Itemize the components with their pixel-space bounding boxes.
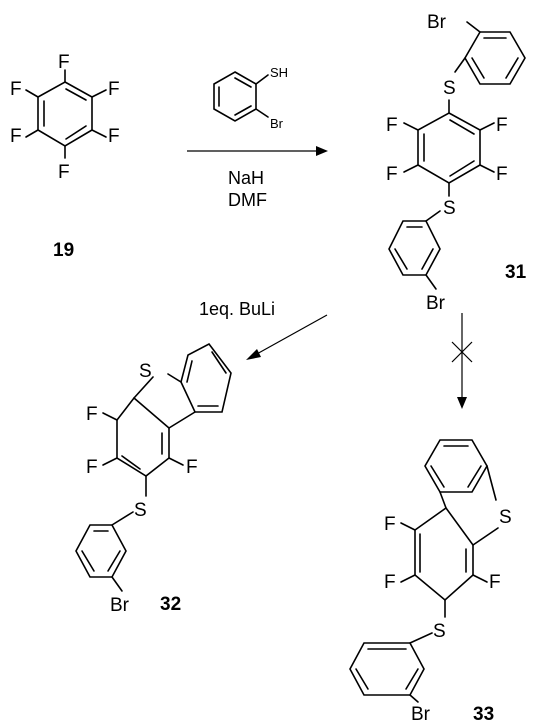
atom-f: F xyxy=(108,79,120,100)
compound-number-19: 19 xyxy=(53,240,74,261)
compound-number-31: 31 xyxy=(505,262,527,283)
atom-br: Br xyxy=(426,293,446,314)
atom-f: F xyxy=(86,404,98,425)
arrowhead-3 xyxy=(457,397,467,409)
atom-f: F xyxy=(58,52,70,73)
atom-br: Br xyxy=(427,12,447,33)
atom-s: S xyxy=(443,78,456,99)
atom-f: F xyxy=(384,572,396,593)
atom-sh: SH xyxy=(270,65,288,80)
atom-f: F xyxy=(58,162,70,183)
compound-33-structure: S F F F S Br xyxy=(349,439,512,725)
atom-s: S xyxy=(134,500,147,521)
compound-number-32: 32 xyxy=(160,594,181,615)
atom-f: F xyxy=(86,457,98,478)
atom-f: F xyxy=(496,164,508,185)
atom-f: F xyxy=(496,115,508,136)
atom-s: S xyxy=(433,621,446,642)
atom-s: S xyxy=(499,507,512,528)
compound-32-structure: S F F F S Br xyxy=(75,342,232,616)
condition-buli: 1eq. BuLi xyxy=(199,299,275,319)
atom-f: F xyxy=(108,126,120,147)
cross-mark xyxy=(451,341,473,363)
arrowhead-2 xyxy=(246,349,261,360)
reaction-arrow-2 xyxy=(254,314,328,356)
atom-br: Br xyxy=(411,704,431,725)
atom-f: F xyxy=(386,115,398,136)
compound-19-structure: F F F F F F xyxy=(10,52,120,183)
condition-nah: NaH xyxy=(228,168,264,188)
atom-f: F xyxy=(10,79,22,100)
compound-number-33: 33 xyxy=(473,704,494,725)
arrowhead-1 xyxy=(316,146,328,156)
reagent-bromothiophenol-structure: SH Br xyxy=(213,65,288,131)
atom-s: S xyxy=(139,361,152,382)
atom-br: Br xyxy=(270,116,284,131)
compound-31-structure: Br S F F F F S Br xyxy=(386,12,526,314)
atom-s: S xyxy=(443,198,456,219)
atom-f: F xyxy=(384,514,396,535)
atom-f: F xyxy=(386,164,398,185)
atom-f: F xyxy=(10,126,22,147)
atom-br: Br xyxy=(110,595,130,616)
atom-f: F xyxy=(489,572,501,593)
atom-f: F xyxy=(186,457,198,478)
condition-dmf: DMF xyxy=(228,190,267,210)
